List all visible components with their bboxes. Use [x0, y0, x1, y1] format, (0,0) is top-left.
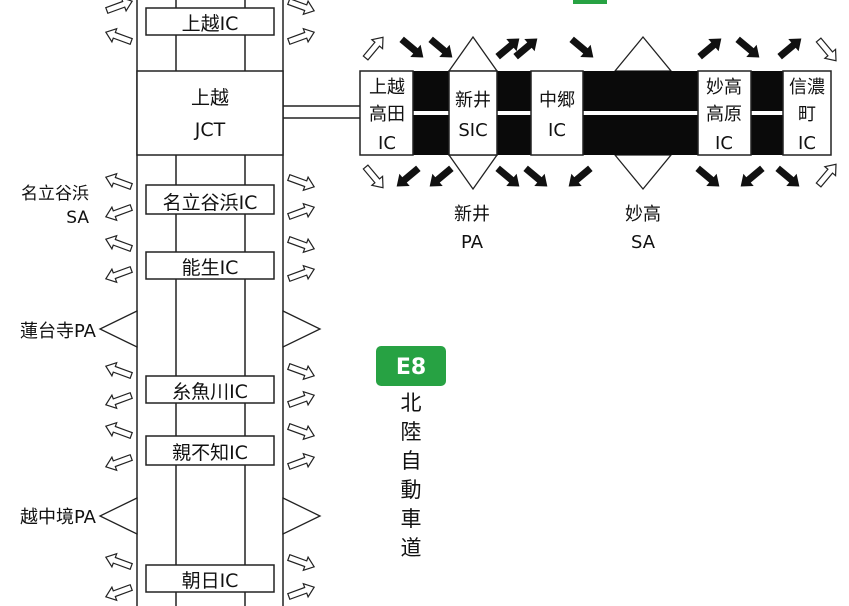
route-name-vertical: 北陸自動車道	[401, 391, 422, 560]
ic-label-joetsu-takada-3: IC	[378, 133, 396, 154]
ic-label-joetsu-takada-1: 上越	[369, 77, 405, 98]
route-badge: E8	[376, 346, 446, 386]
jct-label-line1: 上越	[191, 87, 229, 109]
ic-label-myoko-kogen-2: 高原	[706, 104, 742, 125]
ic-label-nadachi: 名立谷浜IC	[163, 192, 258, 214]
partial-route-badge	[573, 0, 607, 4]
horizontal-facility-labels: 新井 PA 妙高 SA	[454, 204, 661, 253]
horizontal-ic-boxes	[359, 70, 832, 156]
ic-label-itoigawa: 糸魚川IC	[172, 381, 248, 403]
horizontal-facility-markers	[447, 35, 673, 191]
vertical-ic-labels: 上越IC 上越 JCT 名立谷浜IC 能生IC 糸魚川IC 親不知IC 朝日IC	[163, 13, 258, 592]
route-name-char: 北	[401, 391, 422, 415]
ic-label-nou: 能生IC	[182, 257, 239, 279]
side-facility-labels: 名立谷浜 SA 蓮台寺PA 越中境PA	[20, 184, 97, 528]
ic-label-arai-sic-1: 新井	[455, 90, 491, 111]
facility-label-echigo-sakai-pa: 越中境PA	[20, 507, 97, 528]
jct-label-line2: JCT	[194, 119, 226, 141]
facility-label-myoko-sa-2: SA	[631, 232, 656, 253]
ic-label-arai-sic-2: SIC	[458, 120, 487, 141]
ic-label-shinanomachi-2: 町	[798, 104, 816, 125]
ic-label-myoko-kogen-1: 妙高	[706, 77, 742, 98]
ic-label-oyashirazu: 親不知IC	[172, 442, 248, 464]
facility-label-arai-pa-1: 新井	[454, 204, 490, 225]
ic-label-joetsu-takada-2: 高田	[369, 104, 405, 125]
ic-label-asahi: 朝日IC	[182, 570, 239, 592]
ic-label-nakago-2: IC	[548, 120, 566, 141]
ic-label-nakago-1: 中郷	[539, 90, 575, 111]
route-name-char: 道	[401, 536, 422, 560]
ic-label-joetsu: 上越IC	[182, 13, 239, 35]
horizontal-ic-labels: 上越 高田 IC 新井 SIC 中郷 IC 妙高 高原 IC 信濃 町 IC	[369, 77, 825, 154]
route-name-char: 陸	[401, 420, 422, 444]
vertical-ic-boxes	[136, 7, 284, 593]
ic-label-myoko-kogen-3: IC	[715, 133, 733, 154]
side-facility-markers	[98, 309, 322, 536]
ic-label-shinanomachi-3: IC	[798, 133, 816, 154]
facility-label-nadachi-sa-line2: SA	[66, 208, 89, 228]
route-name-char: 動	[401, 478, 422, 502]
facility-label-nadachi-sa-line1: 名立谷浜	[21, 184, 89, 204]
ic-label-shinanomachi-1: 信濃	[789, 77, 825, 98]
facility-label-myoko-sa-1: 妙高	[625, 204, 661, 225]
route-name-char: 自	[401, 449, 422, 473]
facility-label-arai-pa-2: PA	[461, 232, 484, 253]
route-badge-code: E8	[396, 355, 426, 380]
facility-label-rendaiji-pa: 蓮台寺PA	[20, 321, 97, 342]
route-name-char: 車	[401, 507, 422, 531]
horizontal-road	[413, 71, 783, 155]
jct-connector	[283, 105, 360, 119]
